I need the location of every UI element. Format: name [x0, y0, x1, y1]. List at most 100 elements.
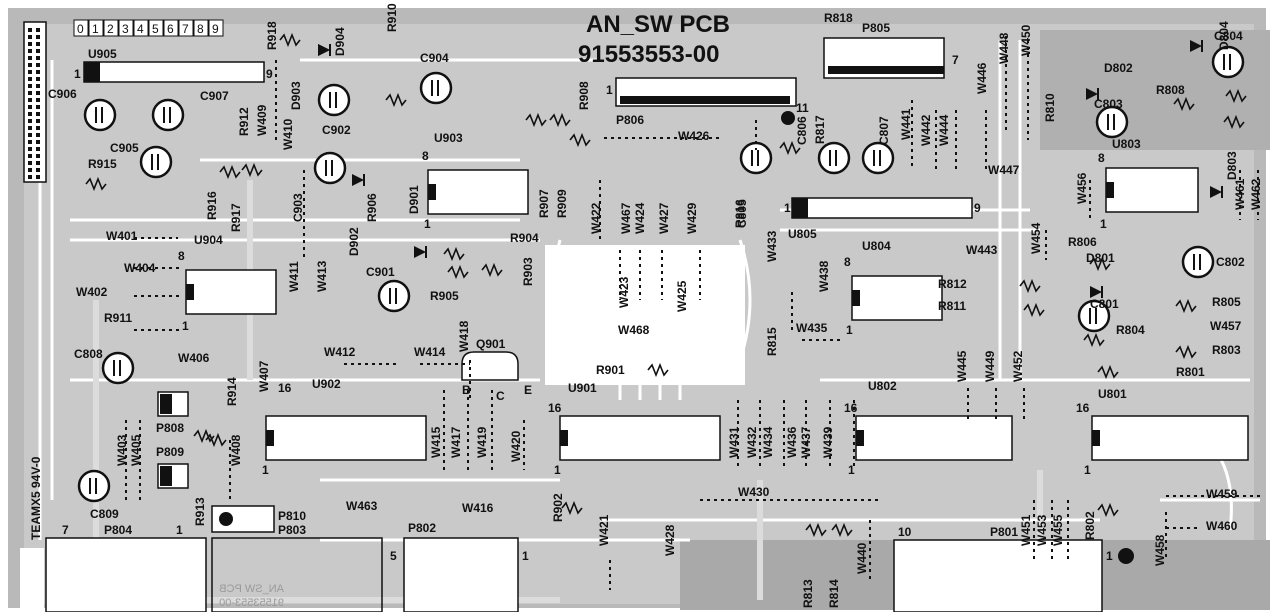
component-label: P809 — [156, 445, 184, 459]
resistor-label: R902 — [551, 493, 565, 522]
resistor-symbol — [525, 112, 547, 128]
jumper: W446 — [975, 62, 989, 94]
header-pin — [28, 133, 32, 137]
capacitor-label: C805 — [735, 199, 749, 228]
jumper-label: W401 — [106, 229, 138, 243]
resistor: R912 — [237, 107, 251, 136]
resistor-label: R812 — [938, 277, 967, 291]
jumper-label: W439 — [821, 426, 835, 458]
capacitor: C804 — [1211, 29, 1245, 79]
resistor: R816 — [733, 199, 747, 228]
jumper: W411 — [287, 261, 301, 292]
resistor-label: R915 — [88, 157, 117, 171]
resistor-label: R917 — [229, 203, 243, 232]
resistor-symbol — [831, 522, 853, 538]
header-pin — [36, 105, 40, 109]
jumper-label: W430 — [738, 485, 770, 499]
resistor-symbol — [85, 176, 107, 192]
jumper-label: W420 — [509, 430, 523, 462]
jumper-label: W429 — [685, 202, 699, 234]
resistor: R911 — [104, 311, 132, 325]
jumper-label: W459 — [1206, 487, 1238, 501]
pin-number: 7 — [952, 53, 959, 67]
header-pin — [28, 63, 32, 67]
component-label: P808 — [156, 421, 184, 435]
digit-label: 2 — [107, 22, 114, 36]
jumper: W407 — [257, 360, 271, 392]
jumper-label: W407 — [257, 360, 271, 392]
resistor: R917 — [229, 203, 243, 232]
jumper-label: W419 — [475, 426, 489, 458]
capacitor: C801 — [1077, 297, 1119, 333]
pin-number: 1 — [176, 523, 183, 537]
resistor: R818 — [824, 11, 853, 25]
resistor-label: R912 — [237, 107, 251, 136]
header-pin — [36, 161, 40, 165]
jumper-label: W448 — [997, 32, 1011, 64]
chip-label: U902 — [312, 377, 341, 391]
jumper-label: W455 — [1051, 514, 1065, 546]
chip-u802: U802 16 1 — [844, 379, 1013, 477]
chip-label: P805 — [862, 21, 890, 35]
jumper-label: W467 — [619, 202, 633, 234]
header-pin — [36, 56, 40, 60]
header-pin — [36, 119, 40, 123]
pin-number: 9 — [974, 201, 981, 215]
resistor-label: R905 — [430, 289, 459, 303]
pin-number: 1 — [1106, 549, 1113, 563]
header-pin — [28, 91, 32, 95]
jumper-label: W404 — [124, 261, 156, 275]
pin-letter: B — [462, 383, 471, 397]
resistor-symbol — [561, 500, 583, 516]
jumper: W455 — [1051, 514, 1065, 546]
component-label: P810 — [278, 509, 306, 523]
resistor-label: R813 — [801, 579, 815, 608]
jumper: W461 — [1233, 178, 1247, 210]
pin-number: 1 — [74, 67, 81, 81]
pin-letter: E — [524, 383, 532, 397]
jumper-label: W411 — [287, 261, 301, 292]
jumper: W447 — [988, 163, 1020, 177]
resistor-label: R806 — [1068, 235, 1097, 249]
header-pin — [28, 105, 32, 109]
capacitor: C907 — [151, 89, 229, 132]
resistor-label: R817 — [813, 115, 827, 144]
diode: D802 — [1086, 61, 1133, 100]
jumper-label: W453 — [1035, 514, 1049, 546]
jumper-label: W460 — [1206, 519, 1238, 533]
digit-label: 9 — [212, 22, 219, 36]
jumper-label: W418 — [457, 320, 471, 352]
resistor-label: R805 — [1212, 295, 1241, 309]
jumper: W439 — [821, 426, 835, 458]
jumper: W445 — [955, 350, 969, 382]
connector-label: P802 — [408, 521, 436, 535]
jumper: W460 — [1206, 519, 1238, 533]
jumper: W457 — [1210, 319, 1242, 333]
jumper: W428 — [663, 524, 677, 556]
pin-number: 1 — [848, 463, 855, 477]
jumper-label: W423 — [617, 276, 631, 308]
capacitor: C902 — [317, 83, 351, 137]
jumper: W436 — [785, 426, 799, 458]
resistor-label: R808 — [1156, 83, 1185, 97]
capacitor-label: C902 — [322, 123, 351, 137]
pin-number: 16 — [548, 401, 562, 415]
jumper: W425 — [675, 280, 689, 312]
connector-label: P804 — [104, 523, 132, 537]
resistor: R801 — [1176, 365, 1205, 379]
resistor-label: R818 — [824, 11, 853, 25]
jumper-label: W402 — [76, 285, 108, 299]
diode: D803 — [1210, 151, 1239, 198]
resistor-symbol — [1019, 278, 1041, 294]
resistor-symbol — [193, 428, 215, 444]
pin-number: 8 — [422, 149, 429, 163]
jumper: W418 — [457, 320, 471, 352]
resistor-symbol — [805, 522, 827, 538]
jumper: W440 — [855, 542, 869, 574]
jumper: W420 — [509, 430, 523, 462]
header-pin — [36, 133, 40, 137]
resistor: R915 — [88, 157, 117, 171]
diode-label: D902 — [347, 227, 361, 256]
